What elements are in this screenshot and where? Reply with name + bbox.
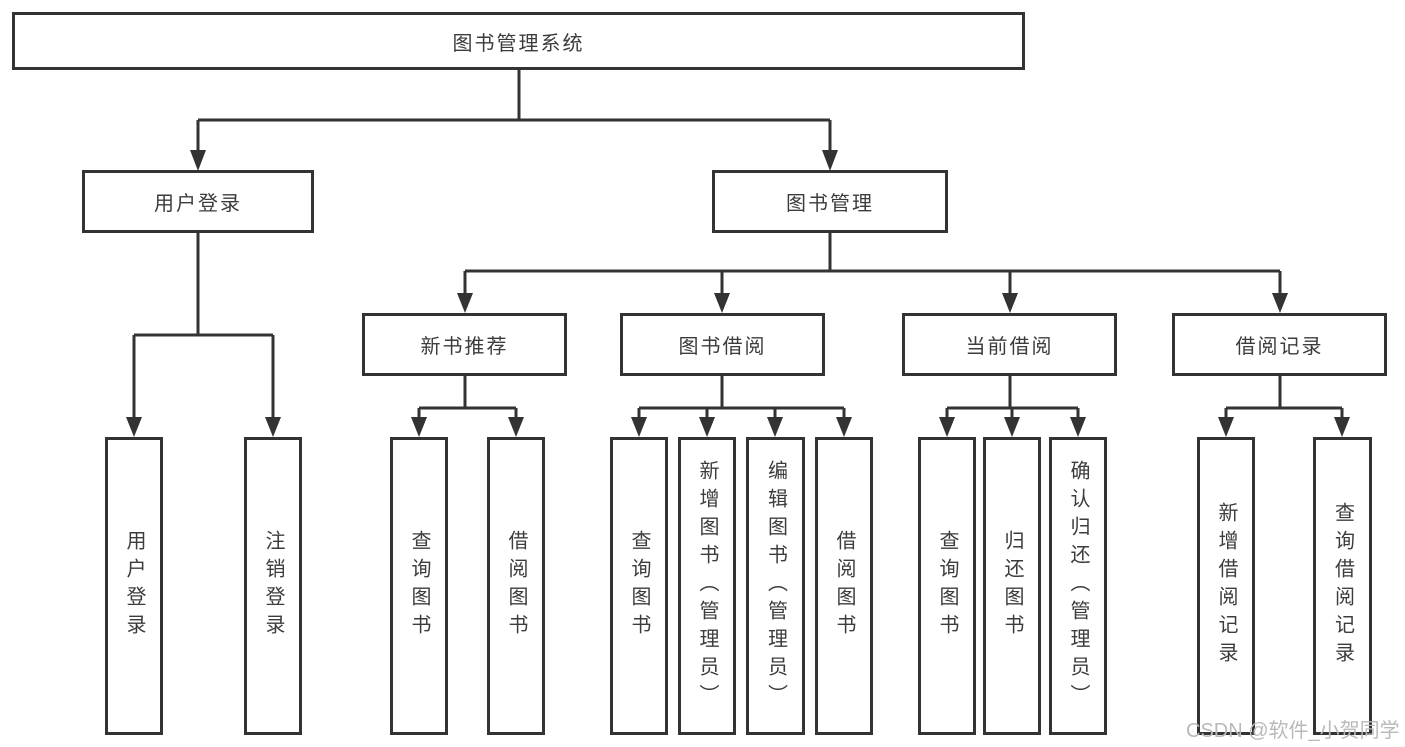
csdn-watermark: CSDN @软件_小贺同学 bbox=[1186, 720, 1400, 742]
leaf-recommend-borrow-books: 借阅图书 bbox=[487, 437, 545, 735]
leaf-add-books-admin: 新增图书（管理员） bbox=[678, 437, 736, 735]
leaf-borrow-query-books: 查询图书 bbox=[610, 437, 668, 735]
leaf-add-borrow-record: 新增借阅记录 bbox=[1197, 437, 1255, 735]
node-user-login: 用户登录 bbox=[82, 170, 314, 233]
node-borrow-records: 借阅记录 bbox=[1172, 313, 1387, 376]
node-book-management: 图书管理 bbox=[712, 170, 948, 233]
leaf-return-books: 归还图书 bbox=[983, 437, 1041, 735]
node-book-borrow: 图书借阅 bbox=[620, 313, 825, 376]
connector-root-to-level2 bbox=[190, 70, 838, 171]
leaf-current-query-books: 查询图书 bbox=[918, 437, 976, 735]
node-root: 图书管理系统 bbox=[12, 12, 1025, 70]
leaf-borrow-books: 借阅图书 bbox=[815, 437, 873, 735]
node-current-borrow: 当前借阅 bbox=[902, 313, 1117, 376]
connector-user-login-to-leaves bbox=[126, 233, 281, 437]
leaf-query-borrow-record: 查询借阅记录 bbox=[1313, 437, 1372, 735]
leaf-confirm-return-admin: 确认归还（管理员） bbox=[1049, 437, 1107, 735]
node-new-book-recommend: 新书推荐 bbox=[362, 313, 567, 376]
connector-current-borrow-to-leaves bbox=[939, 376, 1086, 437]
connector-borrow-records-to-leaves bbox=[1218, 376, 1350, 437]
leaf-logout: 注销登录 bbox=[244, 437, 302, 735]
connector-book-borrow-to-leaves bbox=[631, 376, 852, 437]
leaf-user-login: 用户登录 bbox=[105, 437, 163, 735]
leaf-recommend-query-books: 查询图书 bbox=[390, 437, 448, 735]
connector-new-book-recommend-to-leaves bbox=[411, 376, 524, 437]
connector-book-management-to-level3 bbox=[457, 233, 1288, 313]
leaf-edit-books-admin: 编辑图书（管理员） bbox=[746, 437, 805, 735]
